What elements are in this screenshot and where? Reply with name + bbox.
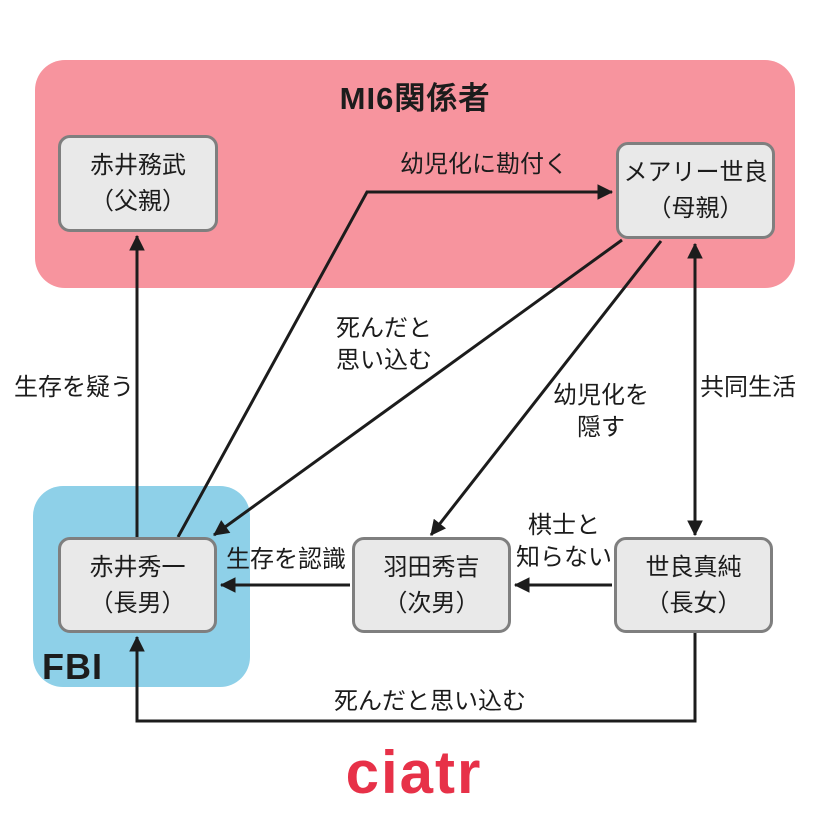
node-haneda-shukichi-name: 羽田秀吉 xyxy=(383,553,480,581)
node-haneda-shukichi-role: （次男） xyxy=(383,589,480,617)
node-sera-masumi-role: （長女） xyxy=(645,589,742,617)
edge-label-live-together: 共同生活 xyxy=(700,374,796,401)
node-akai-tsutomu: 赤井務武 （父親） xyxy=(58,135,218,232)
node-mary-sera-role: （母親） xyxy=(647,195,744,222)
edge-label-believe-dead-lower: 死んだと思い込む xyxy=(334,688,526,715)
edge-label-believe-dead-upper: 死んだと 思い込む xyxy=(336,315,432,374)
node-akai-shuichi-name: 赤井秀一 xyxy=(89,553,186,581)
group-mi6-title: MI6関係者 xyxy=(339,81,491,116)
edge-label-notice-shrinking: 幼児化に勘付く xyxy=(400,151,568,178)
node-haneda-shukichi: 羽田秀吉 （次男） xyxy=(352,537,511,633)
edge-label-hide-shrinking: 幼児化を 隠す xyxy=(553,382,649,441)
node-akai-tsutomu-name: 赤井務武 xyxy=(90,152,186,179)
node-akai-tsutomu-role: （父親） xyxy=(90,188,186,215)
edge-label-recognize-survival: 生存を認識 xyxy=(226,546,346,573)
edge-label-shogi-unknown: 棋士と 知らない xyxy=(516,512,612,571)
node-akai-shuichi-role: （長男） xyxy=(89,589,186,617)
node-mary-sera: メアリー世良 （母親） xyxy=(616,142,775,239)
edge-label-doubt-survival: 生存を疑う xyxy=(14,374,134,401)
ciatr-logo: ciatr xyxy=(345,739,483,806)
node-akai-shuichi: 赤井秀一 （長男） xyxy=(58,537,217,633)
node-sera-masumi-name: 世良真純 xyxy=(645,553,742,581)
node-mary-sera-name: メアリー世良 xyxy=(623,159,768,186)
group-fbi-title: FBI xyxy=(42,646,103,687)
node-sera-masumi: 世良真純 （長女） xyxy=(614,537,773,633)
